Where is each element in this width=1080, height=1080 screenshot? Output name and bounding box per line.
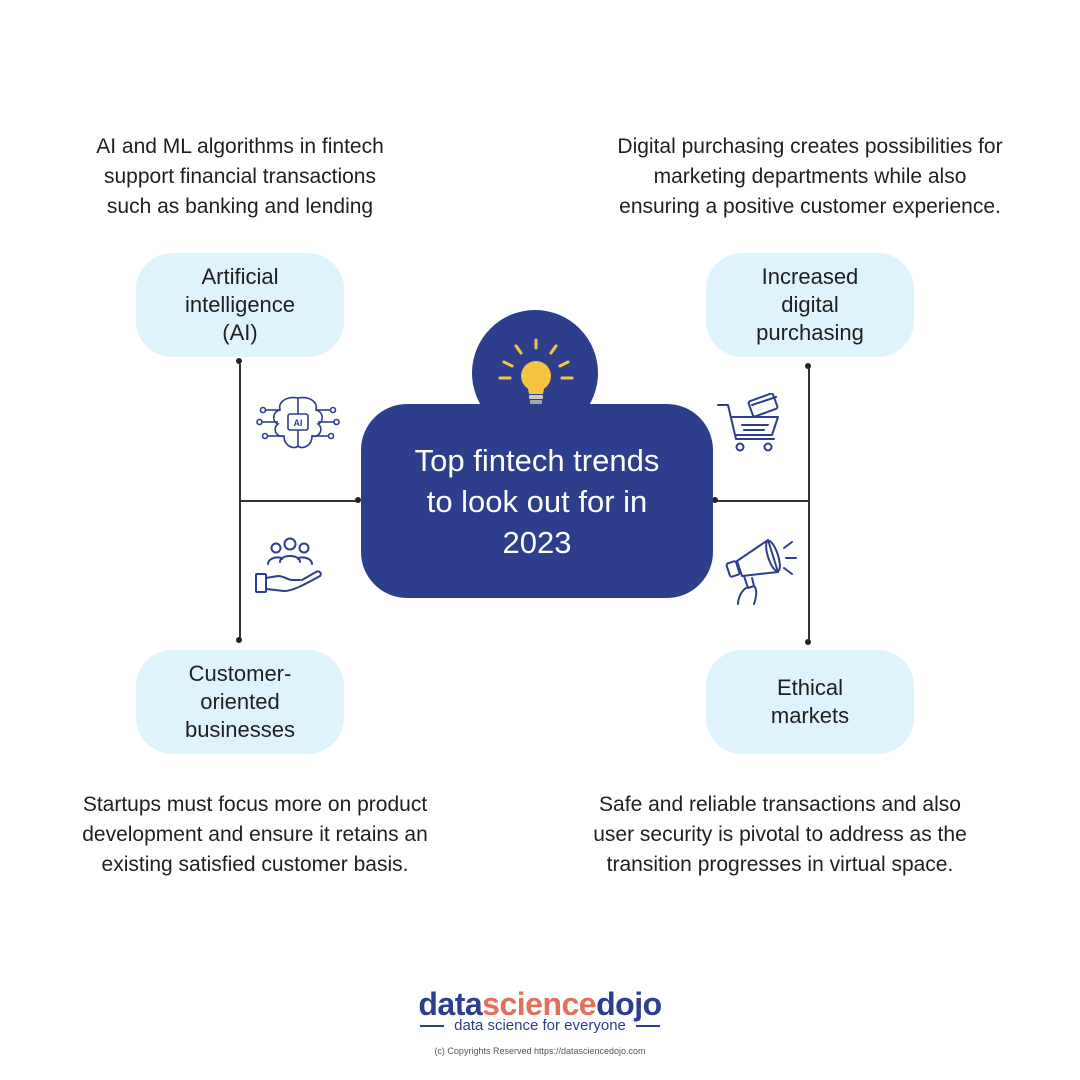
- ai-icon-text: AI: [294, 418, 303, 428]
- connector-dot: [355, 497, 361, 503]
- connector-dot: [236, 637, 242, 643]
- center-title-box: Top fintech trends to look out for in 20…: [361, 404, 713, 598]
- digital-purchasing-pill-label: Increased digital purchasing: [756, 264, 864, 345]
- brand-tagline: data science for everyone: [454, 1017, 626, 1034]
- center-title: Top fintech trends to look out for in 20…: [414, 442, 660, 560]
- megaphone-icon: [725, 539, 797, 605]
- ethical-markets-description: Safe and reliable transactions and also …: [593, 793, 967, 876]
- digital-purchasing-description: Digital purchasing creates possibilities…: [617, 135, 1003, 218]
- connector-dot: [236, 358, 242, 364]
- hand-holding-people-icon: [255, 537, 322, 593]
- digital-purchasing-pill: Increased digital purchasing: [706, 253, 914, 357]
- shopping-cart-card-icon: [717, 393, 779, 452]
- customer-oriented-pill: Customer- oriented businesses: [136, 650, 344, 754]
- logo-science: science: [482, 986, 597, 1022]
- tagline-divider: [635, 1024, 660, 1027]
- ethical-markets-pill: Ethical markets: [706, 650, 914, 754]
- ai-pill-label: Artificial intelligence (AI): [184, 264, 296, 345]
- connector-dot: [805, 639, 811, 645]
- right-connector-vertical: [808, 366, 810, 642]
- tagline-divider: [420, 1024, 445, 1027]
- lightbulb-icon: [498, 338, 574, 408]
- customer-oriented-description: Startups must focus more on product deve…: [82, 793, 428, 876]
- ai-pill: Artificial intelligence (AI): [136, 253, 344, 357]
- customer-oriented-pill-label: Customer- oriented businesses: [184, 661, 296, 742]
- left-connector-horizontal: [239, 500, 359, 502]
- ai-brain-circuit-icon: AI: [256, 396, 340, 449]
- connector-dot: [712, 497, 718, 503]
- copyright-text: (c) Copyrights Reserved https://datascie…: [434, 1046, 646, 1056]
- ai-description: AI and ML algorithms in fintech support …: [96, 135, 384, 218]
- ethical-markets-pill-label: Ethical markets: [770, 675, 850, 728]
- brand-logo: datasciencedojo: [0, 986, 1080, 1023]
- logo-dojo: dojo: [596, 986, 662, 1022]
- right-connector-horizontal: [715, 500, 809, 502]
- connector-dot: [805, 363, 811, 369]
- logo-data: data: [418, 986, 483, 1022]
- left-connector-vertical: [239, 364, 241, 640]
- brand-tagline-row: data science for everyone: [0, 1017, 1080, 1034]
